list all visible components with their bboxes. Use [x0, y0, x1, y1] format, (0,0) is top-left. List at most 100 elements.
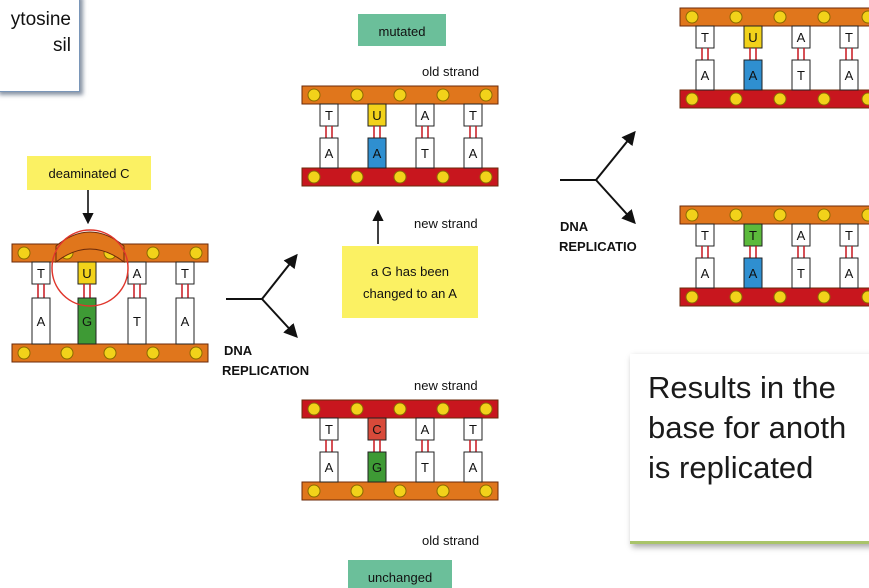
base-bottom-G-letter: G [372, 460, 382, 475]
base-top-A [415, 417, 435, 441]
base-top-T [743, 223, 763, 247]
base-top-A-letter: A [421, 108, 430, 123]
base-top-T-letter: T [845, 228, 853, 243]
base-bottom-G [367, 451, 387, 483]
base-top-A-letter: A [133, 266, 142, 281]
base-top-A-letter: A [797, 30, 806, 45]
phosphate [773, 92, 787, 106]
mutated-tag [358, 14, 446, 46]
base-bottom-A [319, 451, 339, 483]
result-line-2: base for anoth [648, 410, 847, 445]
phosphate [350, 484, 364, 498]
left-replication-label: REPLICATION [222, 363, 309, 378]
bulge [55, 231, 125, 264]
base-top-U [367, 103, 387, 127]
base-bottom-T [415, 137, 435, 169]
base-bottom-A-letter: A [749, 266, 758, 281]
phosphate [817, 290, 831, 304]
phosphate [773, 10, 787, 24]
base-bottom-G-letter: G [82, 314, 92, 329]
changed-note-line2: changed to an A [363, 286, 457, 301]
base-bottom-A-letter: A [325, 460, 334, 475]
unchanged-tag-label: unchanged [368, 570, 432, 585]
phosphate [350, 402, 364, 416]
base-bottom-A-letter: A [373, 146, 382, 161]
phosphate [189, 346, 203, 360]
deaminated-label-box [27, 156, 151, 190]
result-callout: Results in the base for anoth is replica… [630, 354, 869, 544]
base-bottom-T-letter: T [421, 146, 429, 161]
base-bottom-T-letter: T [797, 68, 805, 83]
phosphate [307, 402, 321, 416]
phosphate [685, 290, 699, 304]
base-top-T-letter: T [701, 228, 709, 243]
base-bottom-T [127, 297, 147, 345]
base-bottom-A [839, 257, 859, 289]
phosphate [436, 402, 450, 416]
base-bottom-A [839, 59, 859, 91]
base-top-T [319, 417, 339, 441]
base-bottom-A-letter: A [701, 266, 710, 281]
phosphate [479, 402, 493, 416]
result-line-3: is replicated [648, 450, 814, 485]
base-top-U-letter: U [372, 108, 381, 123]
phosphate [436, 170, 450, 184]
base-top-T-letter: T [701, 30, 709, 45]
phosphate [861, 208, 869, 222]
phosphate [17, 246, 31, 260]
base-bottom-T [791, 257, 811, 289]
base-top-T [839, 25, 859, 49]
base-bottom-T [415, 451, 435, 483]
phosphate [350, 170, 364, 184]
base-bottom-A-letter: A [325, 146, 334, 161]
base-bottom-A-letter: A [37, 314, 46, 329]
phosphate [146, 346, 160, 360]
phosphate [817, 10, 831, 24]
old-strand-top-label: old strand [422, 64, 479, 79]
base-top-A [791, 223, 811, 247]
base-top-A [415, 103, 435, 127]
base-bottom-A-letter: A [845, 266, 854, 281]
base-bottom-A [463, 451, 483, 483]
phosphate [685, 208, 699, 222]
phosphate [60, 346, 74, 360]
phosphate [436, 484, 450, 498]
base-bottom-A-letter: A [181, 314, 190, 329]
base-bottom-A [695, 257, 715, 289]
phosphate [685, 92, 699, 106]
left-replication-arrows [226, 253, 298, 339]
base-bottom-A-letter: A [749, 68, 758, 83]
definition-callout: ytosine sil [0, 0, 80, 92]
base-bottom-A-letter: A [845, 68, 854, 83]
phosphate [817, 92, 831, 106]
phosphate [479, 484, 493, 498]
base-top-T-letter: T [325, 422, 333, 437]
phosphate [861, 290, 869, 304]
base-bottom-A [319, 137, 339, 169]
deaminated-label: deaminated C [49, 166, 130, 181]
phosphate [146, 246, 160, 260]
phosphate [479, 88, 493, 102]
base-bottom-T-letter: T [421, 460, 429, 475]
base-top-T-letter: T [37, 266, 45, 281]
right-dna-label: DNA [560, 219, 589, 234]
base-top-C-letter: C [372, 422, 381, 437]
base-top-A-letter: A [421, 422, 430, 437]
base-top-U [743, 25, 763, 49]
changed-note-box [342, 246, 478, 318]
base-top-T [839, 223, 859, 247]
phosphate [817, 208, 831, 222]
base-bottom-A [743, 59, 763, 91]
right-replication-label: REPLICATIO [559, 239, 637, 254]
definition-line-2: sil [53, 35, 71, 56]
phosphate [393, 88, 407, 102]
phosphate [307, 170, 321, 184]
base-top-A-letter: A [797, 228, 806, 243]
base-bottom-A [695, 59, 715, 91]
phosphate [17, 346, 31, 360]
base-bottom-A [463, 137, 483, 169]
phosphate [393, 402, 407, 416]
phosphate [479, 170, 493, 184]
base-top-U-letter: U [748, 30, 757, 45]
base-top-U-letter: U [82, 266, 91, 281]
